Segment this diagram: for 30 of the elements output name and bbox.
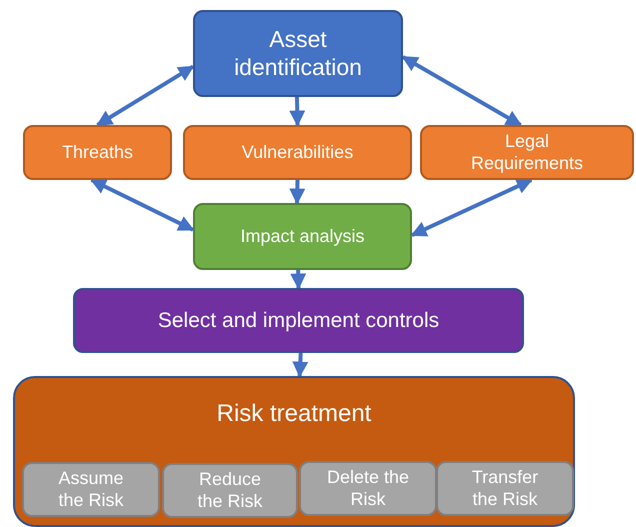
arrow — [289, 96, 306, 127]
box-label: Reduce the Risk — [196, 468, 264, 512]
process-box — [193, 203, 412, 270]
arrow — [292, 352, 308, 378]
box-label: Vulnerabilities — [242, 142, 354, 164]
arrow — [289, 180, 306, 205]
process-box — [23, 125, 172, 180]
process-box — [183, 125, 412, 180]
process-box — [193, 10, 403, 97]
box-label: Asset identification — [233, 26, 363, 82]
box-label: Transfer the Risk — [470, 466, 540, 510]
box-label: Assume the Risk — [57, 468, 125, 512]
arrow — [290, 270, 306, 290]
box-label: Impact analysis — [240, 226, 365, 248]
box-label: Delete the Risk — [326, 466, 410, 510]
box-label: Risk treatment — [216, 400, 372, 429]
option-box — [436, 461, 574, 516]
arrow — [96, 64, 194, 127]
box-label: Threaths — [62, 142, 134, 164]
option-box — [22, 462, 160, 517]
arrow — [402, 55, 522, 127]
container-box — [13, 376, 575, 527]
box-label: Select and implement controls — [158, 308, 440, 334]
arrow — [410, 178, 533, 237]
process-box — [420, 125, 634, 180]
option-box — [299, 461, 437, 516]
arrow — [90, 178, 194, 232]
process-box — [73, 288, 524, 353]
box-label: Legal Requirements — [470, 130, 584, 174]
option-box — [162, 463, 298, 518]
